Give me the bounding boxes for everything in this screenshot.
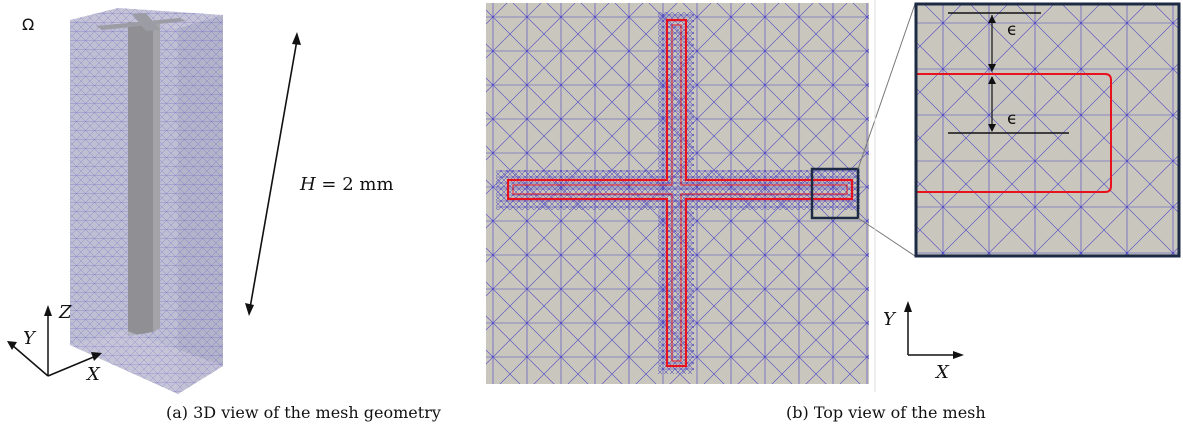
epsilon-label-bottom: ϵ — [1007, 109, 1018, 129]
axis-label-z: Z — [59, 302, 72, 323]
axes-3d — [7, 305, 102, 377]
interface-outline — [506, 18, 854, 368]
axis-label-x-2d: X — [936, 362, 949, 383]
inset-border — [914, 2, 1181, 258]
caption-a: (a) 3D view of the mesh geometry — [166, 403, 441, 422]
inner-wall — [128, 22, 153, 336]
height-label-value: = 2 mm — [315, 174, 394, 195]
axes-2d — [904, 301, 964, 359]
height-label-var: H — [300, 174, 316, 195]
mesh-top-view — [486, 3, 916, 384]
axis-label-y-2d: Y — [883, 309, 895, 330]
axis-label-x-3d: X — [87, 364, 100, 385]
inset-interface — [916, 73, 1112, 193]
height-label: H = 2 mm — [300, 174, 394, 195]
inset-zoom — [914, 2, 1181, 258]
domain-label: Ω — [22, 15, 35, 34]
mesh-block-3d — [70, 8, 223, 394]
caption-b: (b) Top view of the mesh — [786, 403, 986, 422]
zoom-box — [810, 167, 860, 220]
axis-label-y-3d: Y — [23, 328, 35, 349]
epsilon-label-top: ϵ — [1007, 20, 1018, 40]
height-arrow — [245, 32, 301, 316]
